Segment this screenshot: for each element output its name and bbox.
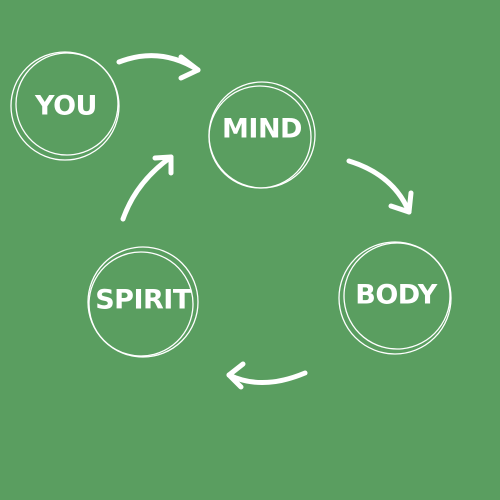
arrow-you-to-mind [116, 53, 201, 81]
node-mind: MIND [208, 81, 316, 189]
node-you-circle [10, 51, 120, 161]
node-body-circle-sketch [343, 242, 451, 350]
node-body-label: BODY [355, 280, 437, 311]
arrow-body-to-spirit [226, 361, 308, 390]
arrow-mind-to-body [346, 158, 414, 215]
node-body-circle [338, 241, 452, 355]
node-spirit: SPIRIT [87, 246, 199, 358]
node-spirit-label: SPIRIT [95, 285, 192, 316]
node-body: BODY [338, 241, 452, 355]
node-you: YOU [10, 51, 120, 161]
node-you-label: YOU [34, 91, 97, 122]
arrow-spirit-to-mind [120, 154, 174, 222]
node-mind-circle-sketch [208, 85, 312, 189]
node-you-circle-sketch [15, 52, 119, 156]
node-mind-label: MIND [222, 114, 302, 145]
node-spirit-circle-sketch [88, 251, 194, 357]
node-spirit-circle [87, 246, 199, 358]
